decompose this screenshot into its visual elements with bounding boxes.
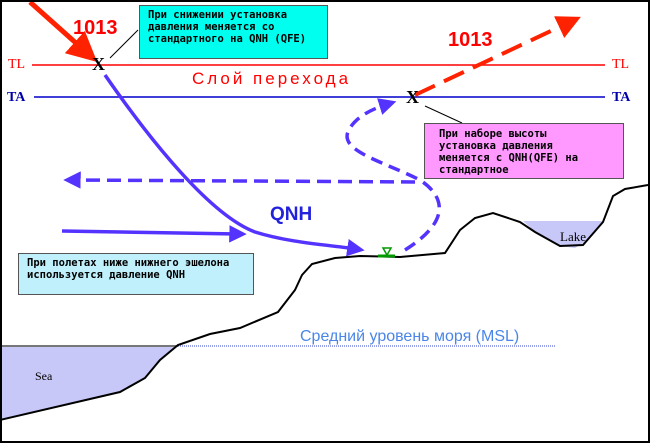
climb-qnh-path (345, 98, 441, 252)
pressure-label-left: 1013 (73, 17, 118, 39)
lake-label: Lake (560, 229, 586, 244)
missed-approach-arrow (63, 171, 416, 189)
climb-note-leader (424, 105, 463, 124)
tl-label-right: TL (612, 57, 630, 72)
msl-label: Средний уровень моря (MSL) (300, 328, 520, 345)
sea-area (2, 346, 178, 420)
climb-standard-arrow (414, 16, 581, 97)
transition-layer-label: Слой перехода (192, 69, 352, 88)
marker-x-right: X (406, 87, 419, 107)
pressure-label-right: 1013 (448, 29, 493, 51)
descent-note-leader (109, 29, 139, 59)
descent-standard-arrow (28, 2, 98, 62)
tl-label-left: TL (8, 57, 26, 72)
descent-qnh-path (103, 74, 365, 257)
ta-label-right: TA (612, 90, 631, 105)
climb-note: При наборе высоты установка давления мен… (424, 123, 624, 179)
qnh-label: QNH (270, 204, 313, 225)
sea-label: Sea (35, 369, 53, 383)
descent-note: При снижении установка давления меняется… (139, 5, 328, 59)
lake-area (523, 221, 603, 248)
ta-label-left: TA (7, 90, 26, 105)
low-level-arrow (61, 225, 247, 243)
runway-icon (378, 247, 395, 258)
below-level-note: При полетах ниже нижнего эшелона использ… (18, 253, 254, 295)
marker-x-left: X (92, 54, 105, 74)
